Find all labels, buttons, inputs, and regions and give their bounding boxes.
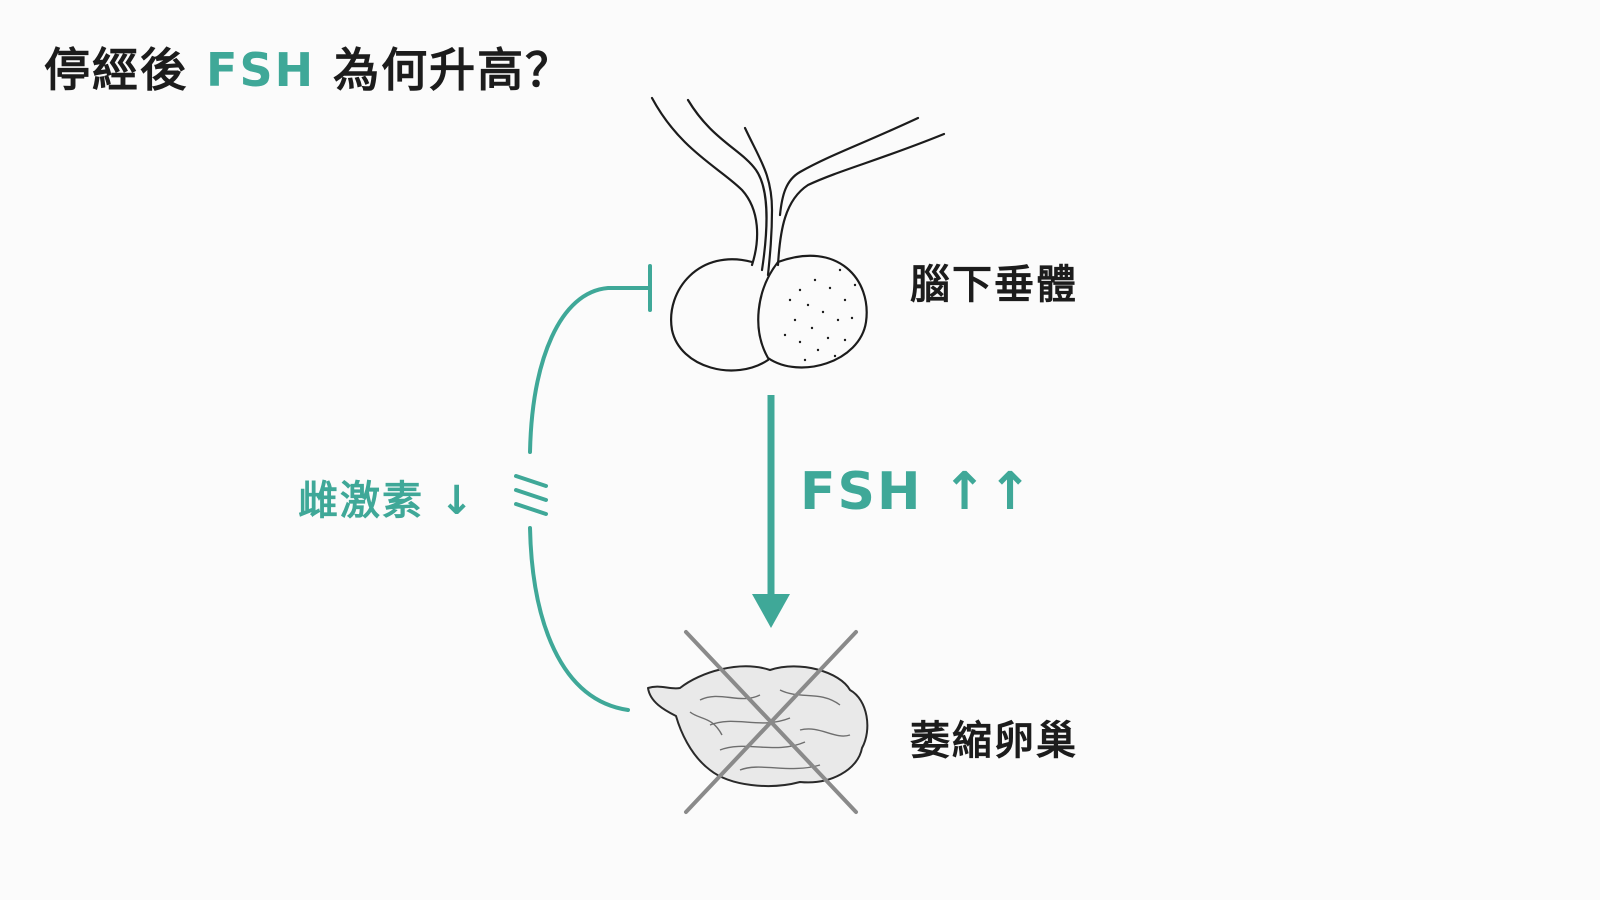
shrunken-ovary-icon: [647, 665, 869, 787]
label-fsh-increase: FSH ↑↑: [800, 462, 1034, 522]
title-suffix: 為何升高？: [315, 43, 574, 97]
title-prefix: 停經後: [44, 43, 207, 97]
broken-line-icon: [514, 474, 548, 516]
label-estrogen-decrease: 雌激素 ↓: [298, 478, 476, 524]
feedback-curve-lower: [528, 526, 630, 712]
title-highlight-fsh: FSH: [206, 43, 316, 97]
feedback-curve-upper: [528, 286, 650, 454]
page-title: 停經後 FSH 為何升高？: [44, 34, 573, 100]
pituitary-gland-icon: [650, 96, 946, 372]
label-pituitary: 腦下垂體: [910, 262, 1078, 308]
down-arrow-icon: [752, 395, 790, 628]
label-ovary: 萎縮卵巢: [910, 718, 1078, 764]
cross-out-icon: [684, 630, 858, 814]
feedback-loop: [514, 264, 652, 712]
